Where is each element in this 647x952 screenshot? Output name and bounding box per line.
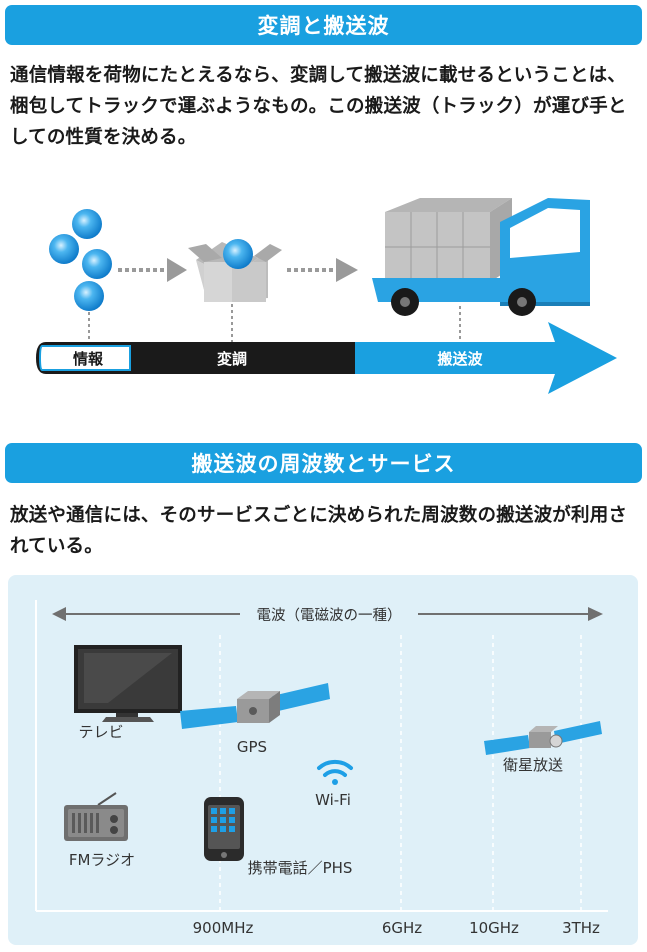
carrier-label: 搬送波 <box>437 350 483 368</box>
truck-icon <box>372 198 590 316</box>
mobile-phone-icon <box>204 797 244 861</box>
frequency-spectrum-diagram: 電波（電磁波の一種） テレビ GPS Wi-Fi 衛星放送 <box>8 575 638 945</box>
fm-radio-label: FMラジオ <box>69 851 135 869</box>
dotted-arrow-icon <box>287 258 358 282</box>
tick-label: 6GHz <box>382 919 422 937</box>
modulation-illustration: 情報 変調 搬送波 <box>36 198 617 394</box>
modulation-description: 通信情報を荷物にたとえるなら、変調して搬送波に載せるということは、梱包してトラッ… <box>10 65 627 148</box>
satellite-label: 衛星放送 <box>503 756 563 774</box>
television-icon <box>74 645 182 722</box>
frequency-description: 放送や通信には、そのサービスごとに決められた周波数の搬送波が利用されている。 <box>10 505 628 557</box>
package-box-icon <box>188 239 282 302</box>
tick-label: 900MHz <box>193 919 254 937</box>
tick-label: 3THz <box>562 919 600 937</box>
fm-radio-icon <box>64 792 128 841</box>
section-title-modulation: 変調と搬送波 <box>5 5 642 45</box>
broadcast-satellite-icon <box>484 721 602 755</box>
range-arrow: 電波（電磁波の一種） <box>52 603 603 625</box>
information-balls-icon <box>49 209 112 311</box>
process-arrow: 情報 変調 搬送波 <box>36 322 617 394</box>
gps-satellite-icon <box>180 683 330 729</box>
tick-label: 10GHz <box>469 919 519 937</box>
mobile-label: 携帯電話／PHS <box>248 859 353 877</box>
dotted-arrow-icon <box>118 258 187 282</box>
info-label: 情報 <box>73 350 104 368</box>
range-label: 電波（電磁波の一種） <box>257 607 402 624</box>
wifi-icon <box>317 759 353 785</box>
gps-label: GPS <box>237 738 267 756</box>
wifi-label: Wi-Fi <box>315 791 351 809</box>
modulation-label: 変調 <box>217 350 247 368</box>
tv-label: テレビ <box>78 723 123 741</box>
section-title-frequency: 搬送波の周波数とサービス <box>5 443 642 483</box>
